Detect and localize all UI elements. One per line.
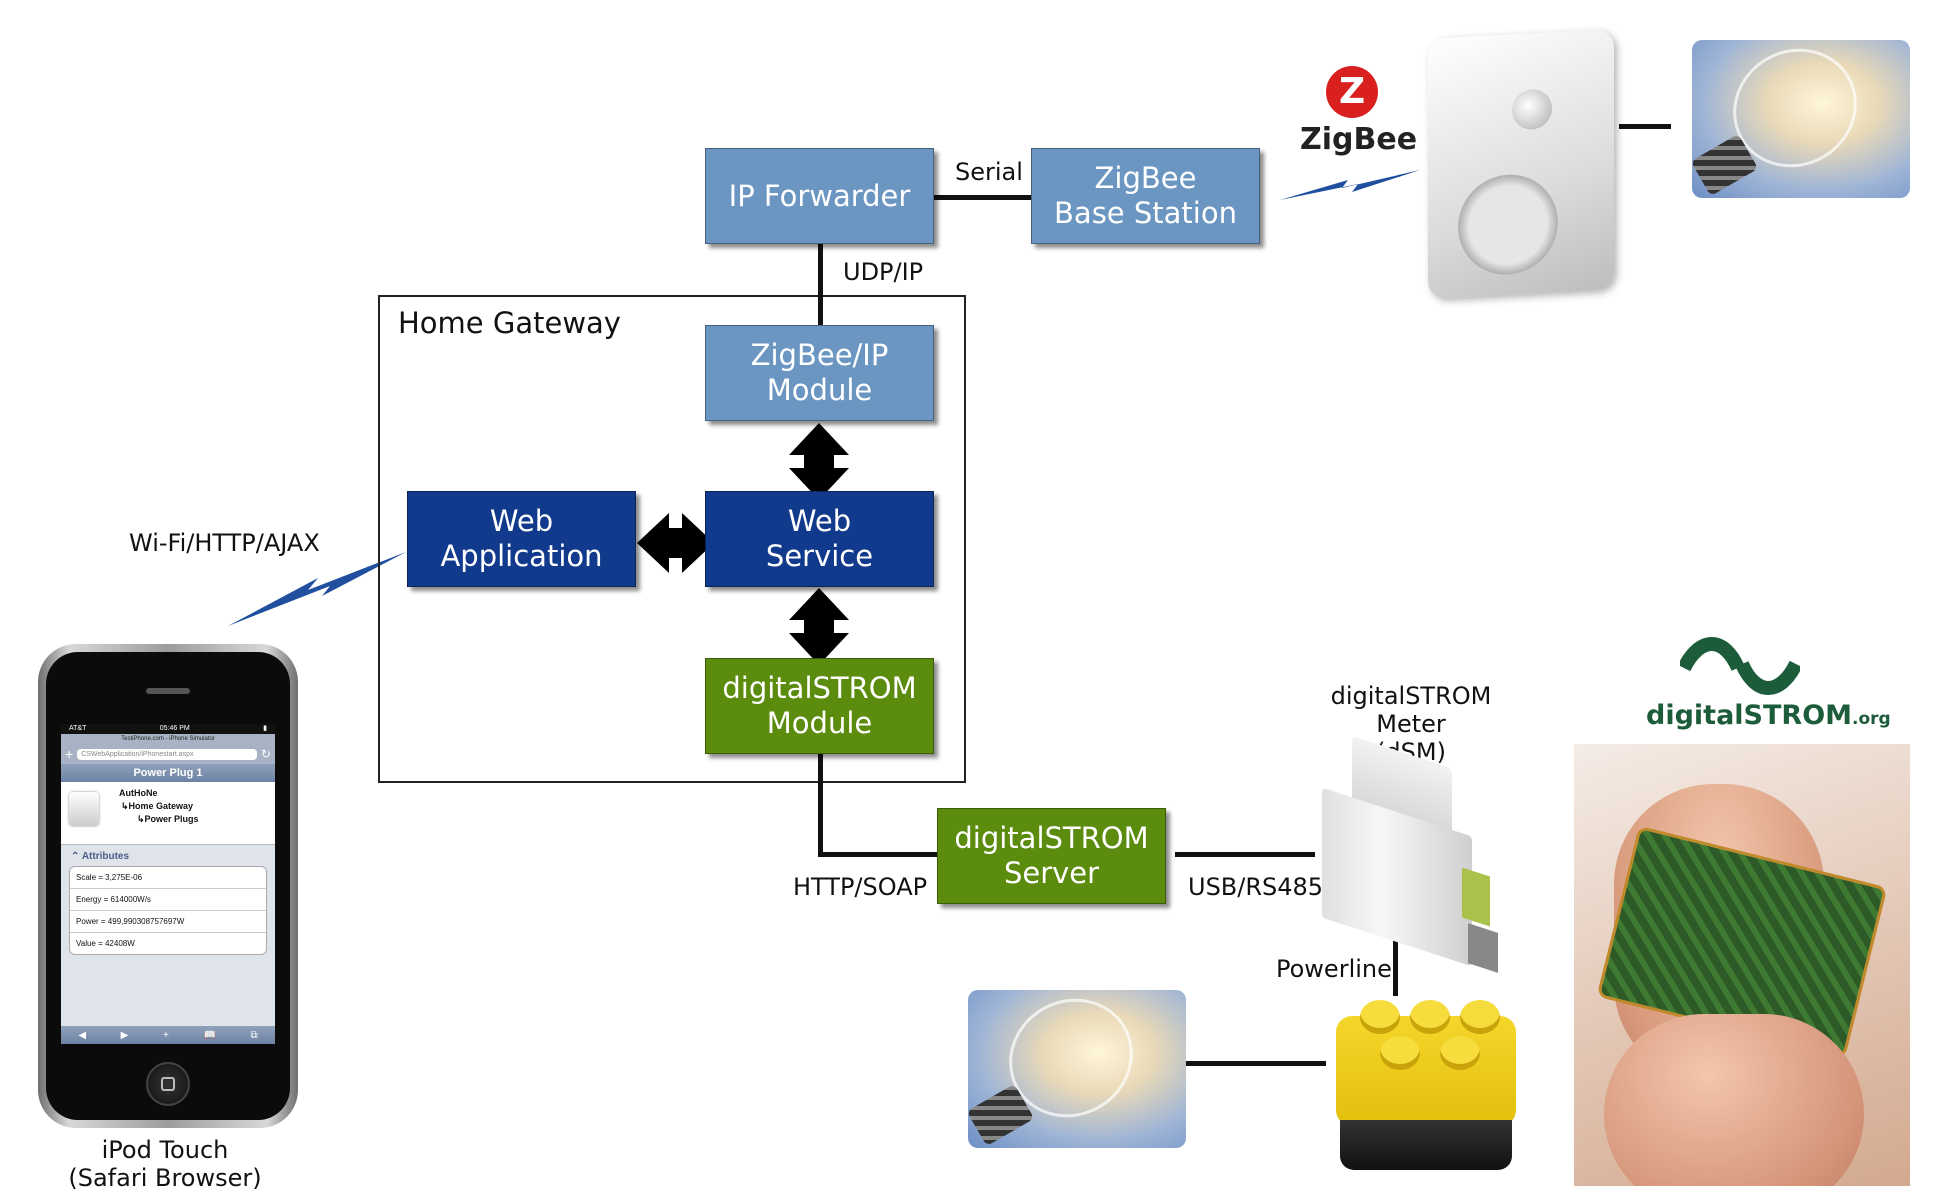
plug-sensor-icon <box>1512 88 1552 131</box>
url-bar: + CSWebApplication/iPhonestart.aspx ↻ <box>61 744 275 764</box>
time-label: 05:46 PM <box>159 725 190 732</box>
zigbee-power-plug-image <box>1428 29 1614 299</box>
zigbee-base-station-label: ZigBee Base Station <box>1054 161 1237 230</box>
back-icon[interactable]: ◀ <box>78 1029 87 1041</box>
thumb-shape <box>1604 1014 1864 1186</box>
usb-line <box>1175 852 1315 857</box>
site-title-bar: TestiPhone.com - iPhone Simulator <box>61 734 275 744</box>
ip-forwarder-box: IP Forwarder <box>705 148 934 244</box>
add-icon[interactable]: + <box>162 1029 169 1041</box>
http-soap-line-vertical <box>818 754 823 856</box>
home-gateway-title: Home Gateway <box>398 306 621 340</box>
arrow-webapp-webservice <box>637 513 714 573</box>
pages-icon[interactable]: ⧉ <box>250 1029 258 1041</box>
zigbee-logo-text: ZigBee <box>1300 122 1418 157</box>
digitalstrom-server-label: digitalSTROM Server <box>954 821 1149 890</box>
attributes-label: Attributes <box>81 851 130 862</box>
url-field[interactable]: CSWebApplication/iPhonestart.aspx <box>77 748 257 760</box>
forward-icon[interactable]: ▶ <box>120 1029 129 1041</box>
digitalstrom-logo-name: digitalSTROM <box>1646 700 1853 731</box>
digitalstrom-logo: digitalSTROM.org <box>1640 636 1891 736</box>
udp-ip-label: UDP/IP <box>843 258 924 286</box>
attribute-row: Power = 499,990308757697W <box>70 911 266 933</box>
zigbee-logo: Z ZigBee <box>1290 66 1420 166</box>
ipod-speaker <box>146 688 190 694</box>
digitalstrom-module-label: digitalSTROM Module <box>722 671 917 740</box>
digitalstrom-terminal-image <box>1330 996 1522 1176</box>
tree-panel: AutHoNe ↳Home Gateway ↳Power Plugs <box>61 782 275 845</box>
powerline-label: Powerline <box>1276 955 1392 983</box>
http-soap-line-horizontal <box>818 852 938 857</box>
digitalstrom-meter-image <box>1322 735 1508 973</box>
digitalstrom-server-box: digitalSTROM Server <box>937 808 1166 904</box>
arrow-webservice-dsmodule <box>789 588 849 665</box>
digitalstrom-chip-photo <box>1574 744 1910 1186</box>
carrier-label: AT&T <box>69 725 87 732</box>
tree-leaf[interactable]: ↳Power Plugs <box>137 814 199 824</box>
attribute-row: Scale = 3,275E-06 <box>70 867 266 889</box>
digitalstrom-wave-icon <box>1680 637 1800 695</box>
home-gateway-frame <box>378 295 966 783</box>
wifi-http-ajax-label: Wi-Fi/HTTP/AJAX <box>129 529 320 557</box>
ipod-screen: AT&T 05:46 PM ▮ TestiPhone.com - iPhone … <box>61 724 275 1044</box>
collapse-icon: ⌃ <box>71 851 80 862</box>
ipod-home-button <box>146 1062 190 1106</box>
status-bar: AT&T 05:46 PM ▮ <box>61 724 275 734</box>
zigbee-ip-module-box: ZigBee/IP Module <box>705 325 934 421</box>
add-bookmark-icon[interactable]: + <box>65 746 74 762</box>
tree-root[interactable]: AutHoNe <box>119 788 158 798</box>
digitalstrom-module-box: digitalSTROM Module <box>705 658 934 754</box>
zigbee-lightning-icon <box>1280 170 1420 200</box>
battery-icon: ▮ <box>263 725 267 732</box>
power-plug-thumbnail-icon <box>69 792 99 826</box>
zigbee-ip-module-label: ZigBee/IP Module <box>750 338 889 407</box>
udp-line <box>818 243 823 325</box>
attribute-row: Value = 42408W <box>76 939 135 948</box>
attributes-header[interactable]: ⌃ Attributes <box>61 845 275 866</box>
light-bulb-bottom-image <box>968 990 1186 1148</box>
arrow-zigbee-webservice <box>789 423 849 500</box>
digitalstrom-logo-suffix: .org <box>1852 709 1891 729</box>
bookmarks-icon[interactable]: 📖 <box>203 1029 216 1041</box>
web-service-box: Web Service <box>705 491 934 587</box>
ipod-touch-device: AT&T 05:46 PM ▮ TestiPhone.com - iPhone … <box>38 644 298 1128</box>
serial-line <box>933 195 1033 200</box>
ip-forwarder-label: IP Forwarder <box>728 178 911 213</box>
attribute-list: Scale = 3,275E-06 Energy = 614000W/s Pow… <box>69 866 267 955</box>
tree-child[interactable]: ↳Home Gateway <box>121 801 194 811</box>
attribute-row: Energy = 614000W/s <box>70 889 266 911</box>
powerline-line <box>1393 936 1398 996</box>
wifi-lightning-icon <box>228 552 406 626</box>
web-service-label: Web Service <box>765 504 874 573</box>
usb-rs485-label: USB/RS485 <box>1188 873 1324 901</box>
reload-icon[interactable]: ↻ <box>260 747 271 761</box>
bulb-top-line <box>1619 124 1671 129</box>
light-bulb-top-image <box>1692 40 1910 198</box>
web-application-label: Web Application <box>440 504 603 573</box>
bulb-bottom-line <box>1186 1061 1326 1066</box>
http-soap-label: HTTP/SOAP <box>793 873 928 901</box>
browser-toolbar: ◀ ▶ + 📖 ⧉ <box>61 1026 275 1044</box>
digitalstrom-logo-text: digitalSTROM.org <box>1646 700 1891 731</box>
zigbee-base-station-box: ZigBee Base Station <box>1031 148 1260 244</box>
plug-socket-icon <box>1458 172 1558 278</box>
page-header: Power Plug 1 <box>61 764 275 782</box>
zigbee-z-icon: Z <box>1326 66 1378 118</box>
web-application-box: Web Application <box>407 491 636 587</box>
serial-label: Serial <box>955 158 1023 186</box>
